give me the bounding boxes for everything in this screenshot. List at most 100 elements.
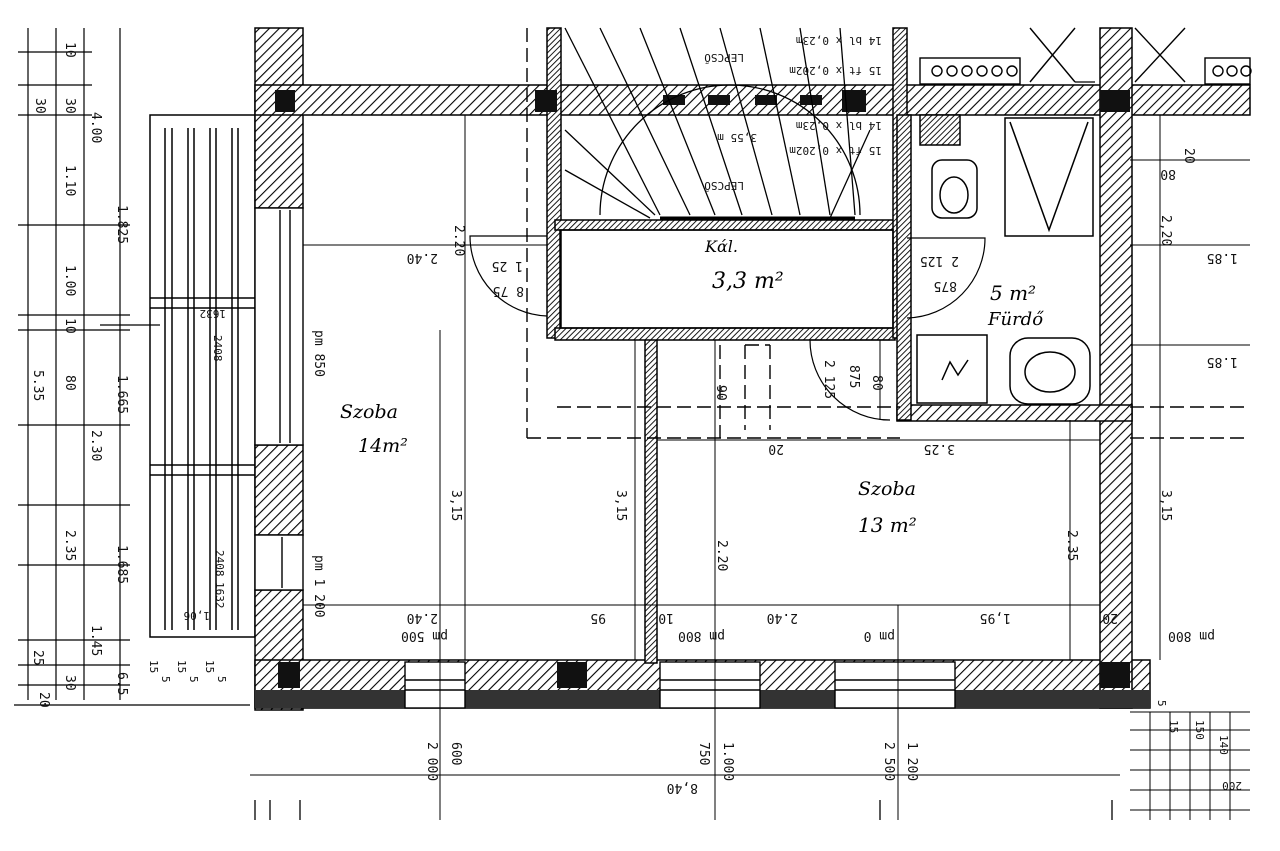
svg-text:2.30: 2.30 [88, 430, 103, 461]
svg-text:1.665: 1.665 [114, 375, 129, 414]
svg-text:30: 30 [62, 98, 77, 114]
svg-text:10: 10 [658, 610, 674, 625]
svg-text:30: 30 [32, 98, 47, 114]
svg-text:30: 30 [62, 675, 77, 691]
svg-text:pm 800: pm 800 [1168, 628, 1215, 643]
svg-text:1.00: 1.00 [62, 265, 77, 296]
svg-text:1.45: 1.45 [88, 625, 103, 656]
svg-text:80: 80 [1160, 166, 1176, 181]
windows-left [254, 207, 304, 591]
svg-text:15: 15 [1167, 720, 1180, 733]
svg-text:80: 80 [62, 375, 77, 391]
svg-text:3,3 m²: 3,3 m² [712, 269, 784, 294]
svg-text:3.25: 3.25 [924, 441, 955, 456]
windows-bottom [404, 661, 956, 709]
right-stair-grid [1130, 711, 1250, 820]
svg-text:2.40: 2.40 [407, 610, 438, 625]
svg-text:875: 875 [934, 278, 957, 293]
svg-text:875: 875 [846, 365, 861, 388]
svg-text:14 bl x 0,23m: 14 bl x 0,23m [796, 34, 882, 47]
svg-text:90: 90 [713, 385, 728, 401]
svg-text:pm 850: pm 850 [311, 330, 326, 377]
svg-text:10: 10 [62, 318, 77, 334]
svg-text:3,15: 3,15 [448, 490, 463, 521]
svg-text:20: 20 [768, 441, 784, 456]
svg-text:140: 140 [1217, 735, 1230, 755]
svg-text:1632: 1632 [213, 582, 226, 609]
svg-text:pm 0: pm 0 [864, 628, 895, 643]
svg-text:1.825: 1.825 [114, 205, 129, 244]
svg-text:5.35: 5.35 [30, 370, 45, 401]
svg-text:pm 500: pm 500 [401, 628, 448, 643]
svg-text:5: 5 [187, 676, 200, 683]
stair-labels: LEPCSŐ LEPCSŐ 14 bl x 0,23m 15 ft x 0,20… [704, 34, 882, 193]
svg-text:3,15: 3,15 [613, 490, 628, 521]
svg-text:LEPCSŐ: LEPCSŐ [704, 51, 744, 65]
svg-text:200: 200 [1222, 779, 1242, 792]
svg-text:4.00: 4.00 [88, 112, 103, 143]
svg-text:750: 750 [696, 742, 711, 765]
svg-text:15: 15 [147, 660, 160, 673]
bathroom-labels: 5 m² Fürdő [987, 281, 1044, 330]
svg-text:2 125: 2 125 [821, 360, 836, 399]
svg-text:6.5: 6.5 [114, 672, 129, 695]
svg-text:1.10: 1.10 [62, 165, 77, 196]
svg-text:14 bl x 0,23m: 14 bl x 0,23m [796, 119, 882, 132]
svg-text:2.40: 2.40 [407, 250, 438, 265]
dashed-lines [526, 28, 1250, 439]
svg-text:20: 20 [1181, 148, 1196, 164]
svg-text:Fürdő: Fürdő [987, 309, 1044, 330]
svg-text:1632: 1632 [200, 307, 227, 320]
dimension-texts: 2.40 2.20 1 25 8 75 2 125 875 3,15 3,15 … [407, 148, 1238, 625]
svg-text:5 m²: 5 m² [990, 281, 1036, 305]
svg-text:150: 150 [1193, 720, 1206, 740]
svg-text:pm 1 200: pm 1 200 [311, 555, 326, 618]
svg-text:13 m²: 13 m² [858, 513, 917, 537]
svg-text:25: 25 [30, 650, 45, 666]
svg-text:2 000: 2 000 [424, 742, 439, 781]
bathroom [916, 114, 1094, 405]
doors [469, 81, 1095, 421]
svg-text:2 125: 2 125 [920, 253, 959, 268]
svg-text:2.40: 2.40 [767, 610, 798, 625]
svg-text:2.20: 2.20 [714, 540, 729, 571]
svg-text:3,15: 3,15 [1158, 490, 1173, 521]
dimension-lines [250, 115, 1250, 820]
svg-text:1.000: 1.000 [720, 742, 735, 781]
svg-text:LEPCSŐ: LEPCSŐ [704, 179, 744, 193]
svg-text:600: 600 [448, 742, 463, 765]
svg-text:8,40: 8,40 [667, 780, 698, 795]
svg-text:95: 95 [590, 610, 606, 625]
svg-text:8 75: 8 75 [493, 283, 524, 298]
svg-text:15: 15 [175, 660, 188, 673]
svg-text:20: 20 [1102, 610, 1118, 625]
svg-text:15: 15 [203, 660, 216, 673]
svg-text:Szoba: Szoba [340, 401, 398, 423]
room-labels: Szoba 14m² Szoba 13 m² [340, 401, 917, 537]
svg-text:1 200: 1 200 [904, 742, 919, 781]
bottom-dimension-labels: 2 000 600 750 1.000 2 500 1 200 8,40 5 1… [424, 700, 1242, 795]
svg-text:5: 5 [1155, 700, 1168, 707]
balcony-small-labels: 15 5 15 5 15 5 1,06 2408 1632 2408 1632 [147, 307, 228, 683]
svg-text:80: 80 [869, 375, 884, 391]
bottom-ticks [254, 800, 1113, 820]
appliances-top [919, 27, 1252, 85]
svg-text:3,55 m: 3,55 m [717, 131, 757, 144]
left-dimension-chain [14, 28, 250, 706]
svg-text:Szoba: Szoba [858, 478, 916, 500]
svg-text:5: 5 [215, 676, 228, 683]
balcony-grate [149, 114, 256, 638]
svg-text:2.20: 2.20 [451, 225, 466, 256]
svg-text:1.85: 1.85 [1207, 250, 1238, 265]
walls [254, 27, 1251, 711]
svg-text:15 ft x 0,202m: 15 ft x 0,202m [789, 144, 882, 157]
svg-text:20: 20 [36, 692, 51, 708]
pm-labels: pm 850 pm 1 200 pm 500 pm 800 pm 0 pm 80… [311, 330, 1215, 643]
staircase [564, 27, 871, 220]
svg-text:1 25: 1 25 [492, 258, 523, 273]
svg-text:pm 800: pm 800 [678, 628, 725, 643]
svg-text:15 ft x 0,202m: 15 ft x 0,202m [789, 64, 882, 77]
svg-text:2.35: 2.35 [1064, 530, 1079, 561]
svg-text:5: 5 [159, 676, 172, 683]
